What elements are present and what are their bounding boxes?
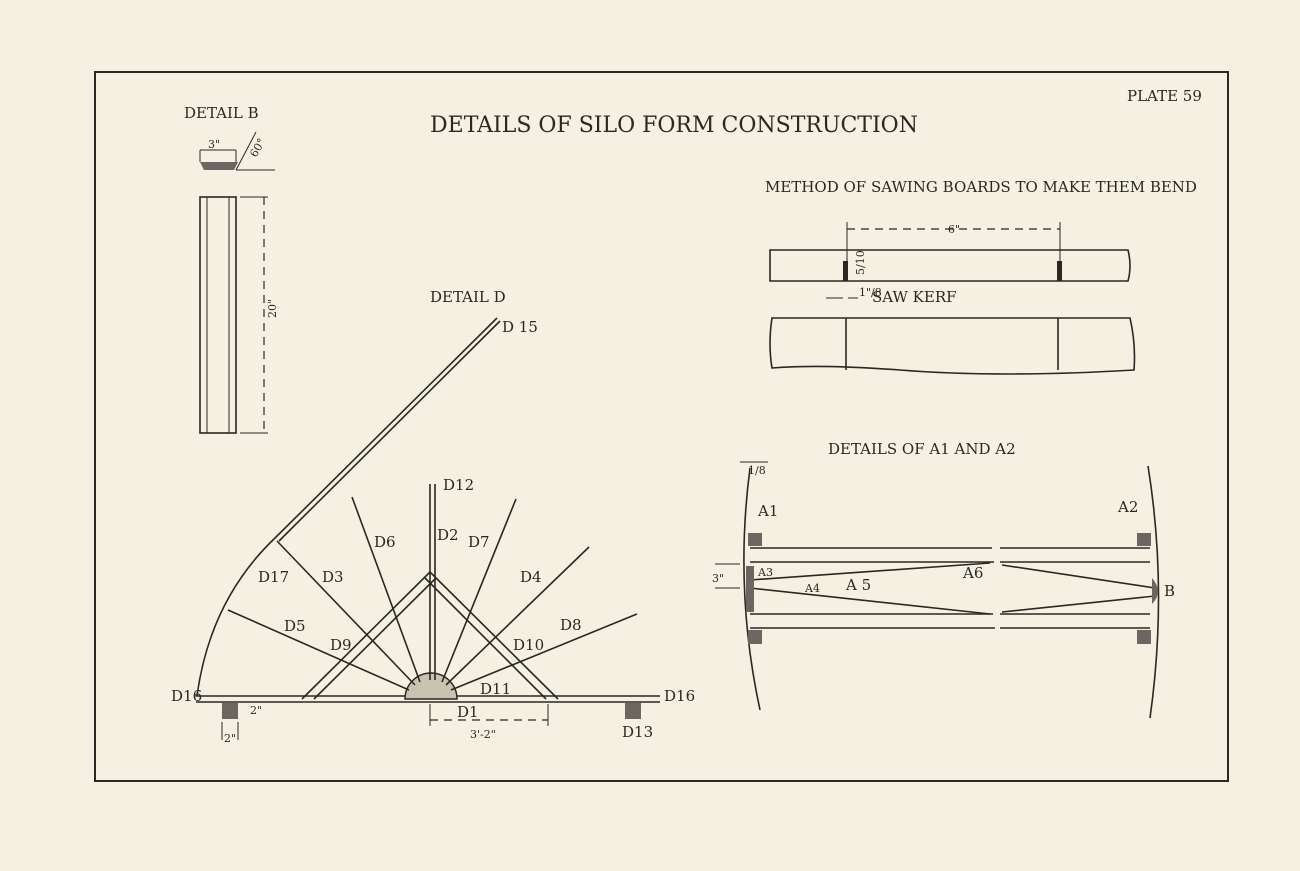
- detail-b-section: [200, 162, 238, 170]
- spoke-d8: [450, 613, 638, 691]
- a-wedge-right: [1152, 578, 1158, 604]
- spoke-d6: [351, 496, 421, 683]
- label-a4: A4: [804, 582, 820, 595]
- label-a1: A1: [757, 502, 778, 520]
- saw-method-heading: METHOD OF SAWING BOARDS TO MAKE THEM BEN…: [765, 178, 1197, 196]
- a-wedge-left: [746, 566, 754, 612]
- a-diagonal-a6: [749, 562, 991, 581]
- a-diagonal-right-upper: [1001, 564, 1156, 589]
- detail-d-span-label: 3'-2": [470, 728, 496, 741]
- detail-d-spokes: [227, 484, 638, 700]
- detail-d-member-d15: [274, 317, 498, 539]
- label-b: B: [1164, 582, 1175, 600]
- spoke-d3: [276, 540, 416, 686]
- saw-kerf-fraction: 1"/8: [859, 286, 882, 299]
- saw-kerf-left: [843, 261, 848, 281]
- label-d13: D13: [622, 723, 653, 741]
- brace-d9: [301, 571, 431, 700]
- label-d4: D4: [520, 568, 542, 586]
- plate-border: [94, 71, 1229, 782]
- detail-d-block-right: [625, 703, 641, 719]
- a-block-top-left: [748, 533, 762, 546]
- label-d17: D17: [258, 568, 289, 586]
- spoke-d5: [227, 609, 410, 691]
- detail-d-block-left: [222, 703, 238, 719]
- a-dim-3-label: 3": [712, 572, 724, 585]
- saw-spacing-label: 6": [948, 223, 960, 236]
- detail-b-heading: DETAIL B: [184, 104, 259, 122]
- label-d2: D2: [437, 526, 459, 544]
- detail-a-left-form: [743, 467, 761, 711]
- a-diagonal-right-lower: [1001, 595, 1156, 613]
- label-d12: D12: [443, 476, 474, 494]
- detail-d-arc: [196, 537, 276, 697]
- detail-d-member-d15-edge: [278, 320, 501, 542]
- label-d6: D6: [374, 533, 396, 551]
- detail-d: DETAIL D 2" 2" 3'-2" D1: [171, 288, 695, 745]
- saw-method: METHOD OF SAWING BOARDS TO MAKE THEM BEN…: [765, 178, 1197, 375]
- label-a2: A2: [1117, 498, 1138, 516]
- a-diagonal-a5: [749, 587, 991, 615]
- brace-d10-edge: [424, 577, 547, 700]
- detail-a-right-form: [1147, 465, 1160, 719]
- detail-b-length-label: 20": [266, 299, 279, 318]
- label-d3: D3: [322, 568, 344, 586]
- label-d16-left: D16: [171, 687, 202, 705]
- detail-b-width-label: 3": [208, 138, 220, 151]
- spoke-d4: [445, 546, 590, 686]
- label-d16-right: D16: [664, 687, 695, 705]
- saw-depth-label: 5/10: [854, 250, 867, 275]
- saw-kerf-right: [1057, 261, 1062, 281]
- label-d8: D8: [560, 616, 582, 634]
- spoke-d7: [441, 498, 517, 683]
- label-a5: A 5: [845, 576, 871, 594]
- saw-board-face-view: [769, 317, 1136, 375]
- detail-a-heading: DETAILS OF A1 AND A2: [828, 440, 1016, 458]
- detail-d-heading: DETAIL D: [430, 288, 506, 306]
- label-d1: D1: [457, 703, 479, 721]
- detail-a: DETAILS OF A1 AND A2 3" 1/8 A1 A2 A3 A4 …: [712, 440, 1175, 719]
- brace-d10: [429, 571, 559, 700]
- label-d10: D10: [513, 636, 544, 654]
- label-a6: A6: [962, 564, 983, 582]
- label-d7: D7: [468, 533, 490, 551]
- brace-d9-edge: [313, 577, 437, 700]
- label-a3: A3: [757, 566, 773, 579]
- detail-b-board: [199, 196, 237, 434]
- detail-d-block-dim-h: 2": [224, 732, 236, 745]
- saw-kerf-label: SAW KERF: [872, 288, 957, 306]
- detail-b-angle-label: 60°: [247, 136, 268, 159]
- a-block-bottom-left: [748, 630, 762, 644]
- label-d5: D5: [284, 617, 306, 635]
- label-d15: D 15: [502, 318, 538, 336]
- detail-b: DETAIL B 3" 60° 20": [184, 104, 279, 434]
- label-d9: D9: [330, 636, 352, 654]
- page-title: DETAILS OF SILO FORM CONSTRUCTION: [430, 113, 918, 138]
- a-block-bottom-right: [1137, 630, 1151, 644]
- detail-b-angle-leg: [235, 131, 257, 171]
- label-d11: D11: [480, 680, 511, 698]
- detail-d-block-dim-v: 2": [250, 704, 262, 717]
- a-dim-top-label: 1/8: [748, 464, 766, 477]
- saw-board-edge-view: [769, 249, 1131, 282]
- detail-d-hub: [404, 672, 458, 700]
- a-block-top-right: [1137, 533, 1151, 546]
- plate-number: PLATE 59: [1127, 87, 1202, 105]
